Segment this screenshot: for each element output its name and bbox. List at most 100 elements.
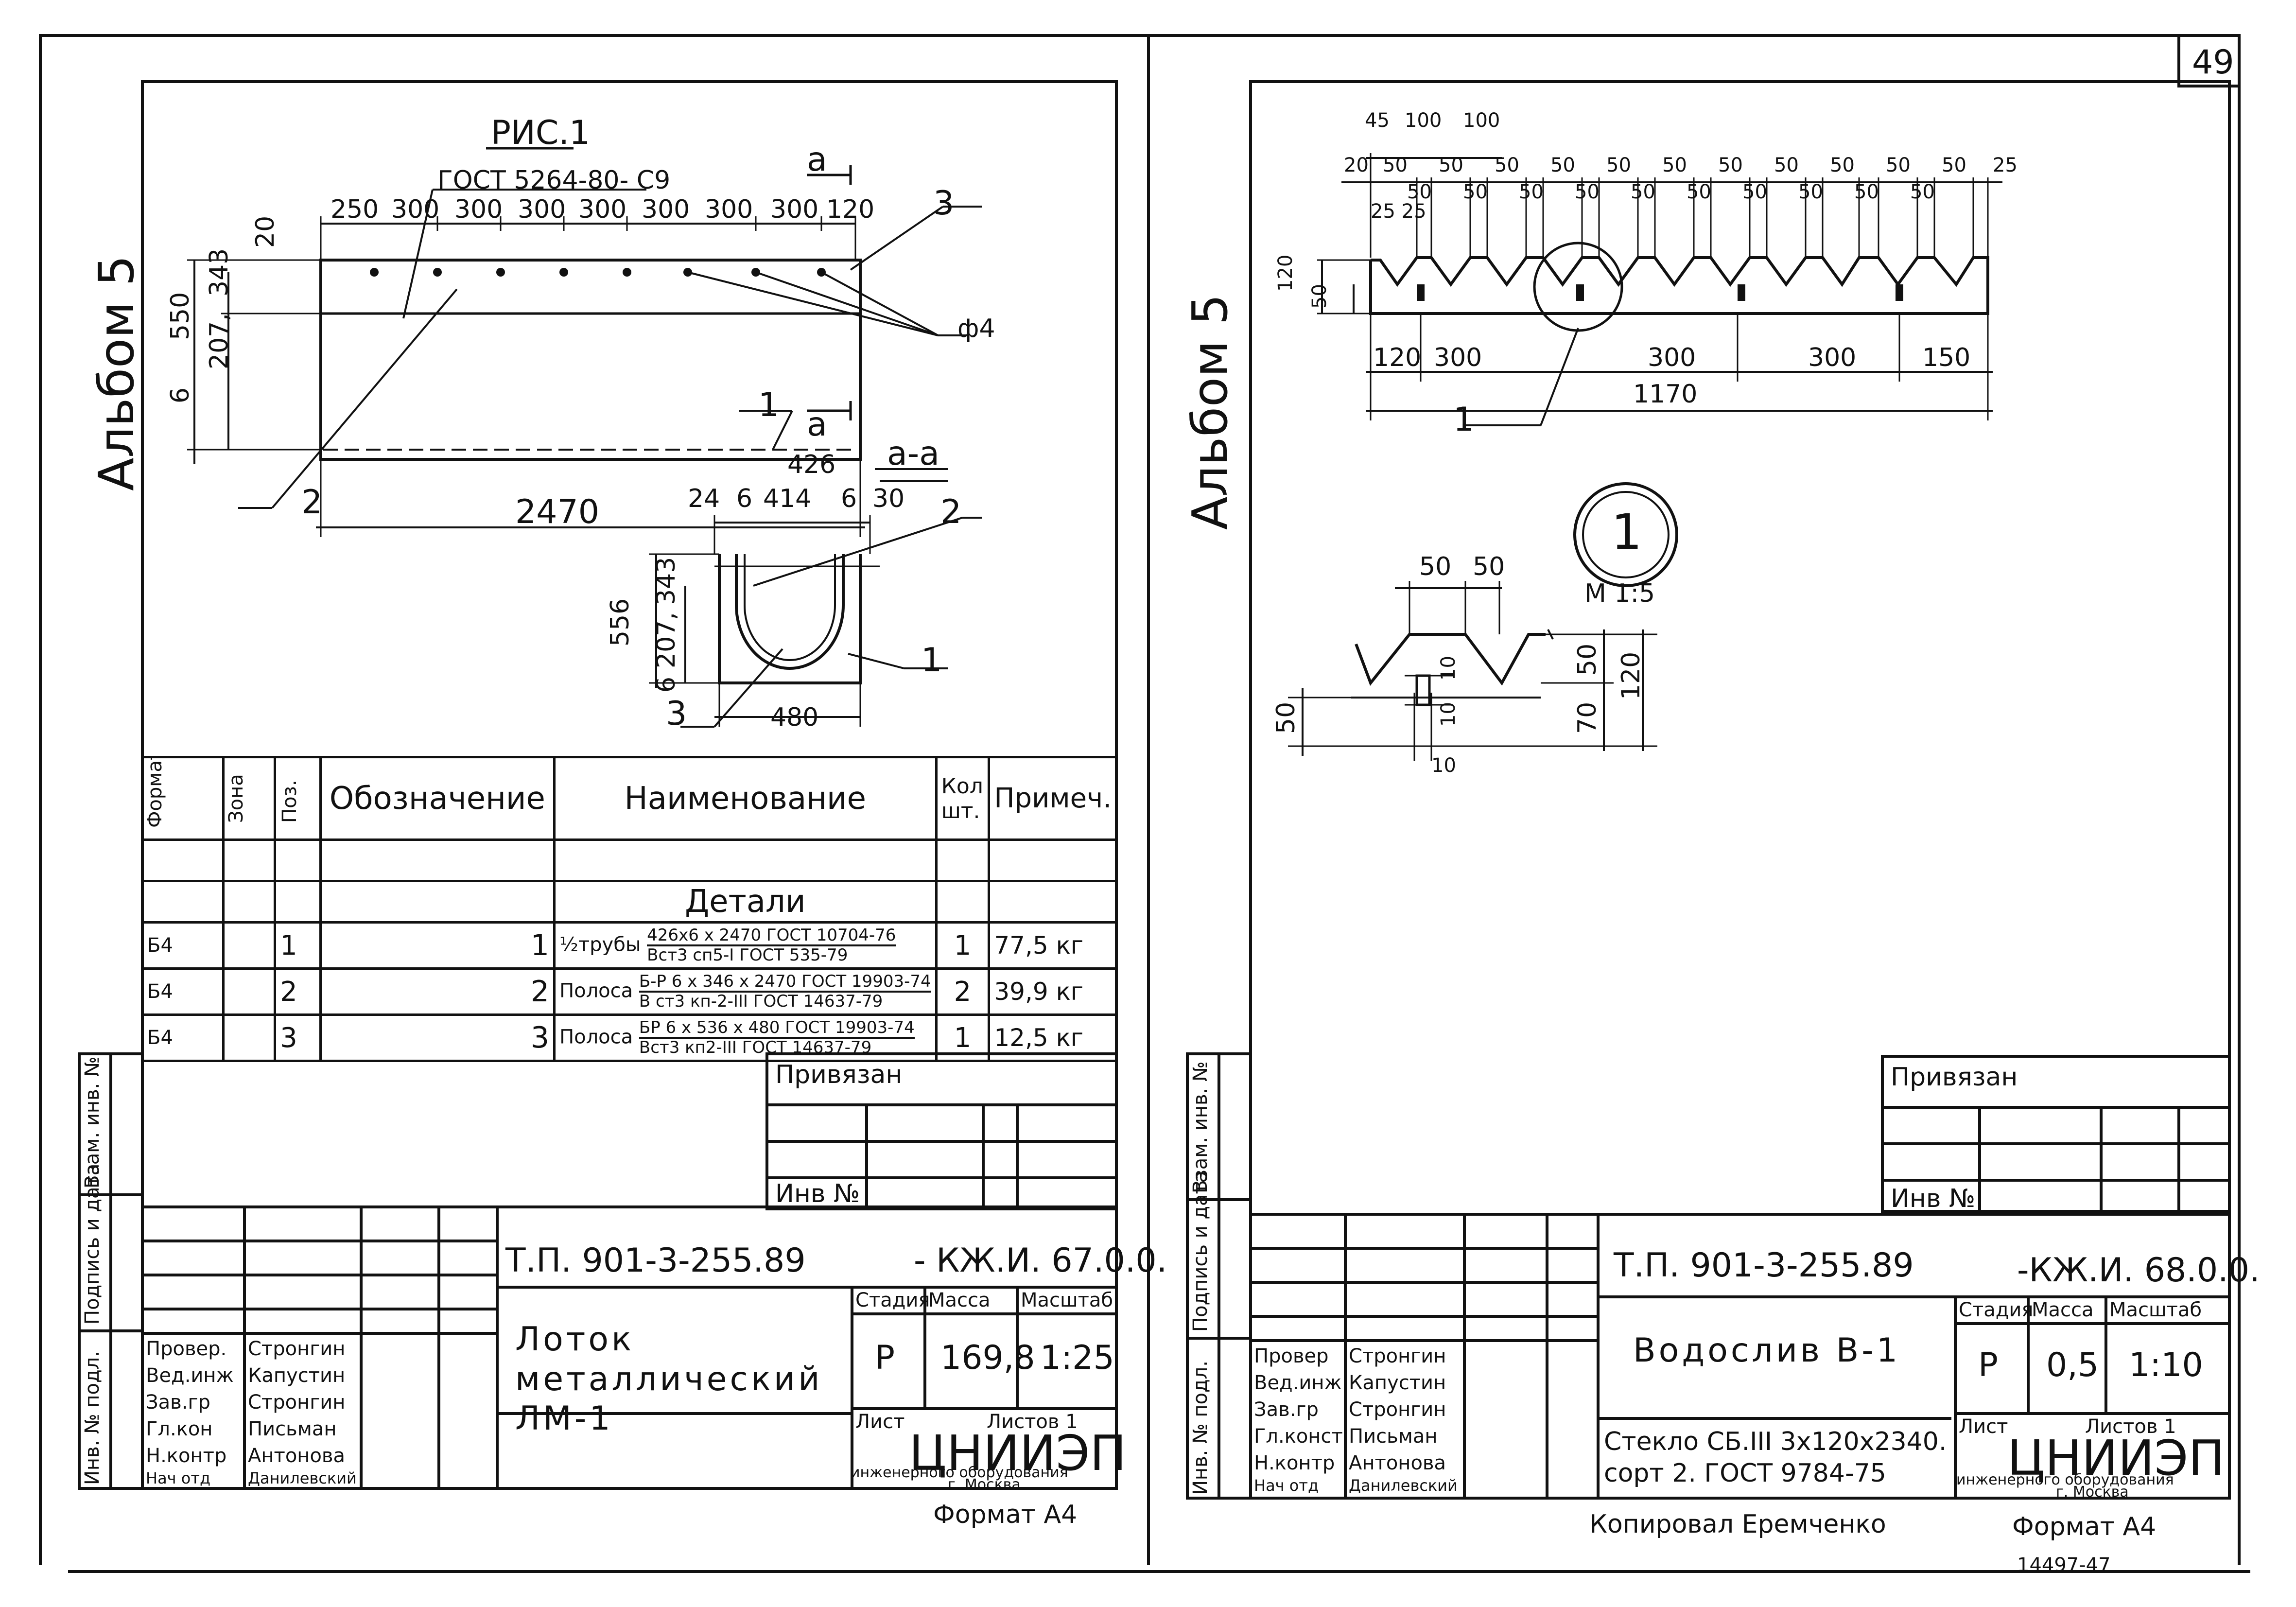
- outer-border-right: [1147, 34, 2241, 1565]
- doc-suffix-right: -КЖ.И. 68.0.0.: [2017, 1251, 2260, 1290]
- sec-callout-3: 3: [666, 695, 687, 733]
- callout-3: 3: [933, 184, 955, 223]
- org-city-right: г. Москва: [2056, 1484, 2129, 1501]
- hdr-zone: Зона: [222, 756, 277, 841]
- staff-role-5-left: Н.контр: [146, 1445, 227, 1467]
- dim-550: 550: [166, 292, 195, 340]
- doc-code-right: Т.П. 901-3-255.89: [1614, 1246, 1914, 1285]
- staff-role-3-left: Зав.гр: [146, 1391, 210, 1414]
- dim-top-4: 300: [518, 195, 566, 224]
- weir-dim-top2-2: 50: [1439, 154, 1463, 176]
- staff-role-1-right: Провер: [1254, 1345, 1329, 1367]
- scale-label-right: Масштаб: [2109, 1299, 2202, 1321]
- weir-inner-5: 50: [1631, 181, 1655, 203]
- callout-2: 2: [301, 483, 323, 522]
- org-sub-left: инженерного оборудования: [851, 1464, 1068, 1481]
- org-sub-right: инженерного оборудования: [1956, 1471, 2174, 1488]
- stage-right: Р: [1978, 1346, 1999, 1384]
- sec-dim-426: 426: [787, 450, 836, 479]
- sec-callout-1: 1: [921, 641, 942, 680]
- hdr-pos: Поз.: [274, 756, 322, 841]
- callout-1: 1: [758, 386, 780, 424]
- glass-line-2: сорт 2. ГОСТ 9784-75: [1604, 1459, 1886, 1488]
- weir-bot-300c: 300: [1808, 343, 1857, 372]
- glass-line-1: Стекло СБ.III 3х120х2340.: [1604, 1427, 1947, 1456]
- weir-inner-9: 50: [1854, 181, 1879, 203]
- weir-dim-top2-1: 50: [1383, 154, 1408, 176]
- center-divider: [1147, 34, 1150, 1565]
- privyazan-box-right: [1881, 1055, 2231, 1213]
- title-right: Водослив В-1: [1633, 1331, 1901, 1370]
- weir-dim-45: 45: [1365, 109, 1390, 132]
- figure-1-drawing: [187, 147, 982, 728]
- title-left: Лоток металлический ЛМ-1: [515, 1320, 823, 1438]
- stage-label-left: Стадия: [855, 1289, 930, 1311]
- hdr-designation: Обозначение: [319, 756, 556, 841]
- weir-dim-top2-3: 50: [1495, 154, 1519, 176]
- sheets-label-right: Листов 1: [2085, 1415, 2176, 1438]
- detail-dim-10a: 10: [1437, 656, 1460, 681]
- weir-dim-1170: 1170: [1633, 380, 1698, 409]
- privyazan-right: Привязан: [1891, 1063, 2018, 1092]
- staff-name-4-right: Письман: [1349, 1425, 1438, 1448]
- detail-number: 1: [1611, 504, 1642, 560]
- staff-name-2-left: Капустин: [248, 1364, 346, 1387]
- weir-dim-25: 25: [1993, 154, 2018, 176]
- detail-dim-10c: 10: [1431, 754, 1456, 777]
- sec-dim-343: 343: [652, 557, 681, 605]
- staff-name-4-left: Письман: [248, 1418, 337, 1440]
- dim-2470: 2470: [515, 493, 600, 531]
- sec-dim-6b: 6: [841, 484, 857, 513]
- staff-name-2-right: Капустин: [1349, 1372, 1446, 1394]
- sec-dim-6a: 6: [736, 484, 753, 513]
- sec-dim-414: 414: [763, 484, 812, 513]
- sec-callout-2: 2: [940, 493, 962, 531]
- weir-dim-20: 20: [1344, 154, 1369, 176]
- weir-drawing: [1288, 153, 2002, 761]
- weir-bot-150: 150: [1922, 343, 1971, 372]
- dim-top-6: 300: [642, 195, 690, 224]
- detail-dim-70: 70: [1573, 701, 1602, 734]
- title-block-right: [1249, 1213, 2231, 1500]
- sec-dim-6c: 6: [652, 676, 681, 693]
- doc-suffix-left: - КЖ.И. 67.0.0.: [914, 1241, 1167, 1280]
- scale-label-left: Масштаб: [1021, 1289, 1113, 1311]
- dim-6: 6: [166, 387, 195, 403]
- weir-inner-4: 50: [1575, 181, 1600, 203]
- sheets-label-left: Листов 1: [987, 1411, 1078, 1433]
- doc-code-left: Т.П. 901-3-255.89: [505, 1241, 806, 1280]
- stage-left: Р: [875, 1339, 895, 1377]
- sec-dim-207: 207,: [652, 612, 681, 668]
- sheet-label-right: Лист: [1959, 1415, 2008, 1438]
- dim-20: 20: [251, 215, 280, 248]
- dim-top-3: 300: [454, 195, 503, 224]
- weir-dim-2525: 25 25: [1371, 200, 1426, 223]
- staff-role-2-left: Вед.инж: [146, 1364, 234, 1387]
- weir-inner-1: 50: [1407, 181, 1432, 203]
- staff-name-5-left: Антонова: [248, 1445, 345, 1467]
- staff-role-3-right: Зав.гр: [1254, 1398, 1319, 1421]
- staff-role-4-left: Гл.кон: [146, 1418, 213, 1440]
- dim-top-9: 120: [826, 195, 875, 224]
- spec-row: Б4 2 2 Полоса Б-Р 6 х 346 х 2470 ГОСТ 19…: [140, 967, 1118, 1016]
- staff-name-6-right: Данилевский: [1349, 1476, 1458, 1495]
- staff-role-6-right: Нач отд: [1254, 1476, 1319, 1495]
- album-label-right: Альбом 5: [1182, 294, 1238, 530]
- mass-left: 169,8: [940, 1339, 1035, 1377]
- inv-no-left: Инв №: [775, 1179, 860, 1208]
- weir-dim-top2-5: 50: [1606, 154, 1631, 176]
- sec-dim-556: 556: [606, 598, 635, 646]
- weir-callout-1: 1: [1453, 401, 1475, 439]
- dim-207: 207,: [205, 313, 234, 369]
- weir-inner-6: 50: [1687, 181, 1711, 203]
- outer-border-left: [39, 34, 1157, 1565]
- mass-right: 0,5: [2046, 1346, 2099, 1384]
- weir-dim-top2-10: 50: [1886, 154, 1911, 176]
- privyazan-left: Привязан: [775, 1060, 903, 1089]
- sheet-label-left: Лист: [855, 1411, 905, 1433]
- dim-top-5: 300: [578, 195, 627, 224]
- footer-code: 14497-47: [2017, 1554, 2111, 1576]
- org-name-right: ЦНИИЭП: [2007, 1430, 2225, 1486]
- detail-scale: М 1:5: [1584, 579, 1655, 608]
- hdr-format: Формат: [140, 756, 225, 841]
